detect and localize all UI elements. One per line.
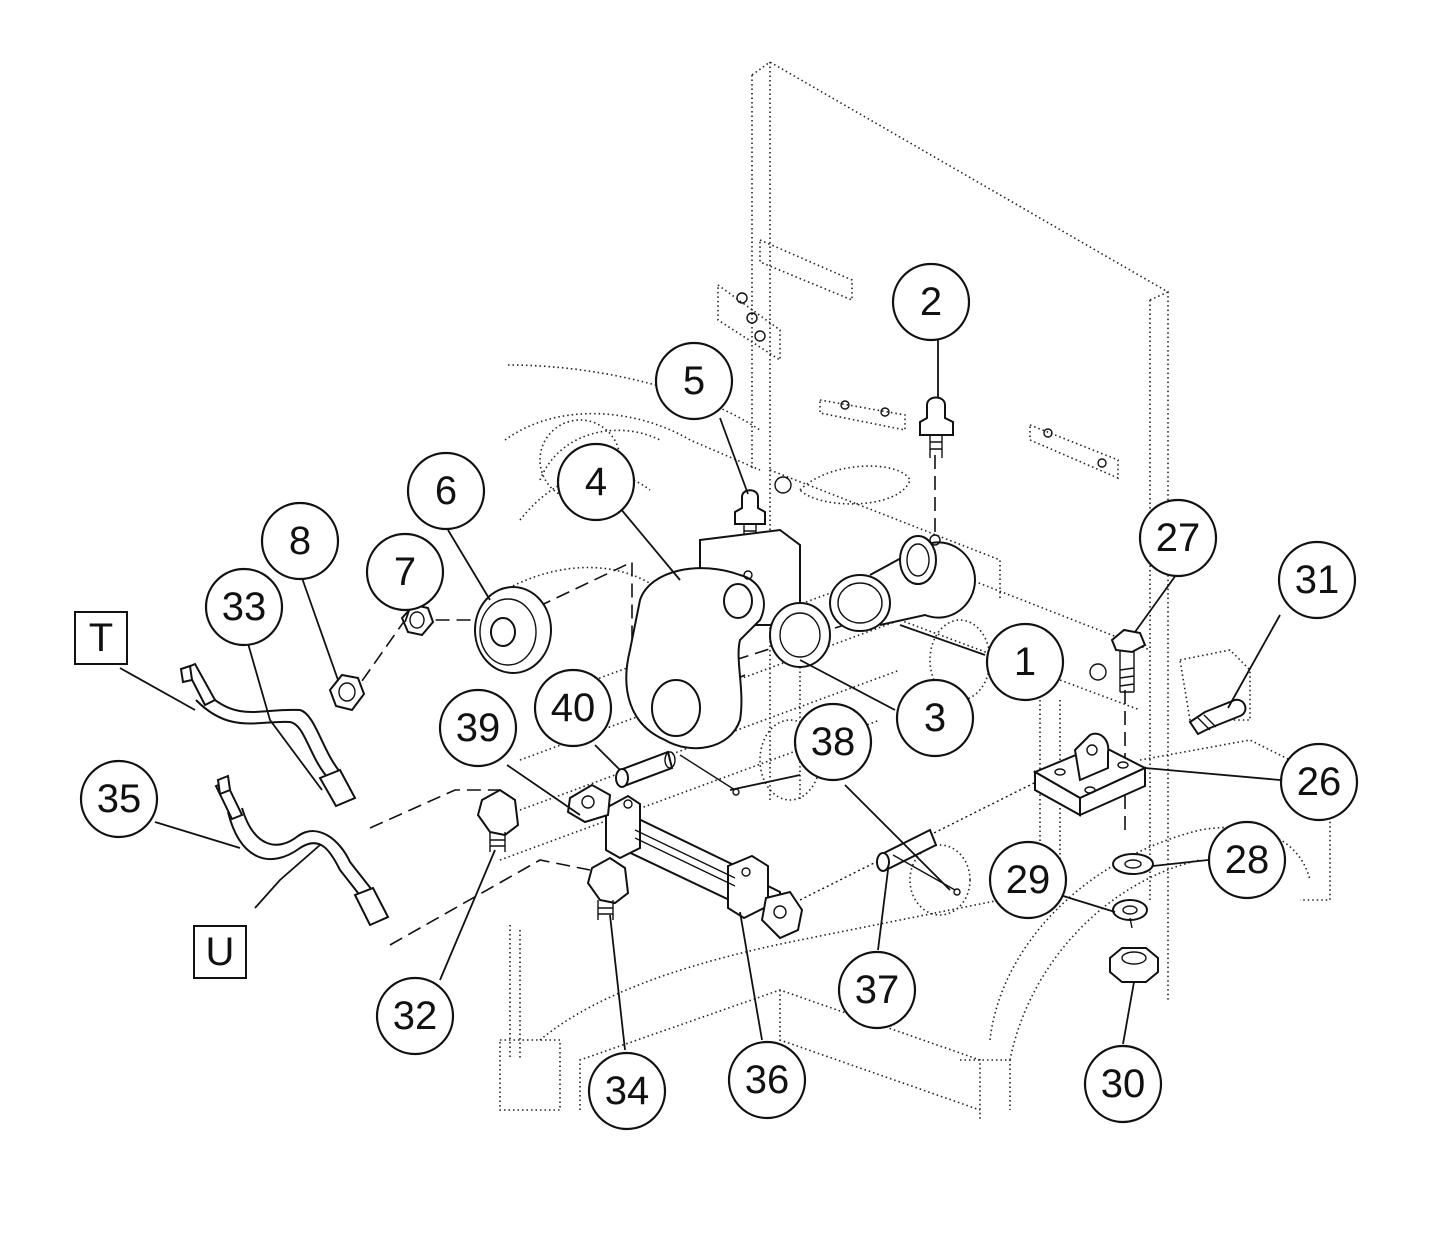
svg-text:39: 39 — [456, 706, 501, 750]
part-nut-7 — [400, 603, 435, 637]
svg-text:36: 36 — [745, 1058, 790, 1102]
svg-text:40: 40 — [551, 686, 596, 730]
part-washer-28 — [1112, 853, 1154, 875]
port-label-u: U — [193, 925, 247, 979]
part-cotter-pin-38 — [679, 754, 740, 796]
part-ring-3 — [769, 602, 831, 668]
callout-38: 38 — [793, 702, 873, 782]
callout-37: 37 — [837, 950, 917, 1030]
part-grease-fitting-2 — [919, 396, 954, 458]
part-clevis-bracket-26 — [1032, 732, 1148, 817]
callout-30: 30 — [1083, 1044, 1163, 1124]
callout-27: 27 — [1138, 498, 1218, 578]
callout-34: 34 — [587, 1051, 667, 1131]
svg-text:3: 3 — [924, 696, 946, 740]
svg-text:32: 32 — [393, 994, 438, 1038]
svg-text:7: 7 — [394, 550, 416, 594]
svg-text:34: 34 — [605, 1069, 650, 1113]
svg-text:5: 5 — [683, 359, 705, 403]
svg-text:6: 6 — [435, 469, 457, 513]
svg-text:38: 38 — [811, 720, 856, 764]
part-bolt-27 — [1110, 628, 1147, 693]
svg-text:T: T — [89, 616, 113, 660]
part-arm-4 — [625, 567, 765, 750]
part-hose-35 — [214, 774, 390, 927]
callouts: 1 2 3 4 5 6 7 8 26 27 28 29 30 31 32 33 … — [79, 262, 1359, 1131]
svg-text:27: 27 — [1156, 516, 1201, 560]
callout-7: 7 — [365, 532, 445, 612]
callout-35: 35 — [79, 759, 159, 839]
leader-lines — [119, 340, 1281, 1051]
svg-text:8: 8 — [289, 519, 311, 563]
callout-31: 31 — [1277, 540, 1357, 620]
part-lockwasher-29 — [1112, 899, 1148, 929]
svg-text:30: 30 — [1101, 1062, 1146, 1106]
part-pivot-sleeve-1 — [829, 534, 977, 632]
callout-1: 1 — [985, 622, 1065, 702]
callout-40: 40 — [533, 668, 613, 748]
part-nut-8 — [328, 673, 366, 712]
callout-39: 39 — [438, 688, 518, 768]
part-disk-6 — [474, 586, 552, 674]
callout-36: 36 — [727, 1040, 807, 1120]
part-elbow-32 — [476, 788, 520, 852]
svg-text:26: 26 — [1297, 760, 1342, 804]
svg-text:1: 1 — [1014, 640, 1036, 684]
part-cylinder-36 — [566, 783, 804, 940]
svg-text:28: 28 — [1225, 838, 1270, 882]
svg-text:4: 4 — [585, 460, 607, 504]
port-label-t: T — [74, 611, 128, 665]
callout-29: 29 — [988, 840, 1068, 920]
callout-6: 6 — [406, 451, 486, 531]
callout-8: 8 — [260, 501, 340, 581]
part-hose-33 — [179, 662, 357, 808]
callout-28: 28 — [1207, 820, 1287, 900]
callout-2: 2 — [891, 262, 971, 342]
svg-text:31: 31 — [1295, 558, 1340, 602]
svg-text:2: 2 — [920, 280, 942, 324]
callout-26: 26 — [1279, 742, 1359, 822]
part-pin-40 — [615, 750, 676, 788]
port-labels: T U — [74, 611, 247, 979]
svg-text:35: 35 — [97, 777, 142, 821]
part-fitting-31 — [1188, 698, 1247, 736]
part-elbow-34 — [586, 856, 630, 920]
callout-33: 33 — [204, 567, 284, 647]
callout-4: 4 — [556, 442, 636, 522]
svg-text:37: 37 — [855, 968, 900, 1012]
svg-text:33: 33 — [222, 585, 267, 629]
callout-5: 5 — [654, 341, 734, 421]
callout-3: 3 — [895, 678, 975, 758]
part-nut-30 — [1109, 947, 1159, 983]
callout-32: 32 — [375, 976, 455, 1056]
svg-text:U: U — [206, 930, 235, 974]
parts — [179, 396, 1247, 983]
part-pin-37 — [876, 828, 961, 896]
svg-text:29: 29 — [1006, 858, 1051, 902]
